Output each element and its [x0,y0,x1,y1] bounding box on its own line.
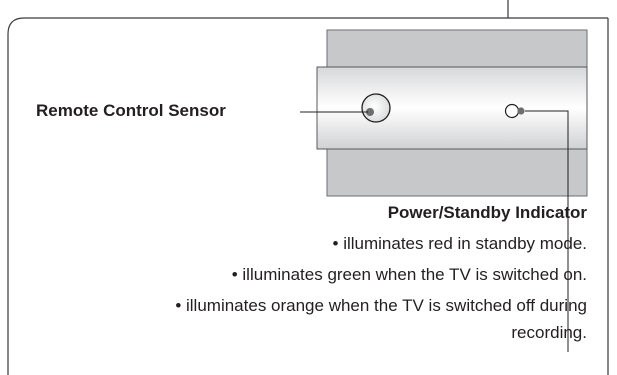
outer-frame [7,17,609,375]
note-orange-continued: recording. [511,323,587,342]
remote-sensor-dot [366,108,374,116]
note-red: • illuminates red in standby mode. [332,234,587,253]
power-indicator-dot [517,107,525,115]
note-green: • illuminates green when the TV is switc… [231,265,587,284]
power-indicator-leader [525,110,569,352]
remote-sensor-label: Remote Control Sensor [36,101,226,120]
remote-sensor-lens [361,93,391,123]
power-indicator-label: Power/Standby Indicator [387,203,587,222]
power-indicator-ring [504,103,520,119]
note-orange: • illuminates orange when the TV is swit… [175,296,587,315]
tv-panel-band [316,66,588,150]
